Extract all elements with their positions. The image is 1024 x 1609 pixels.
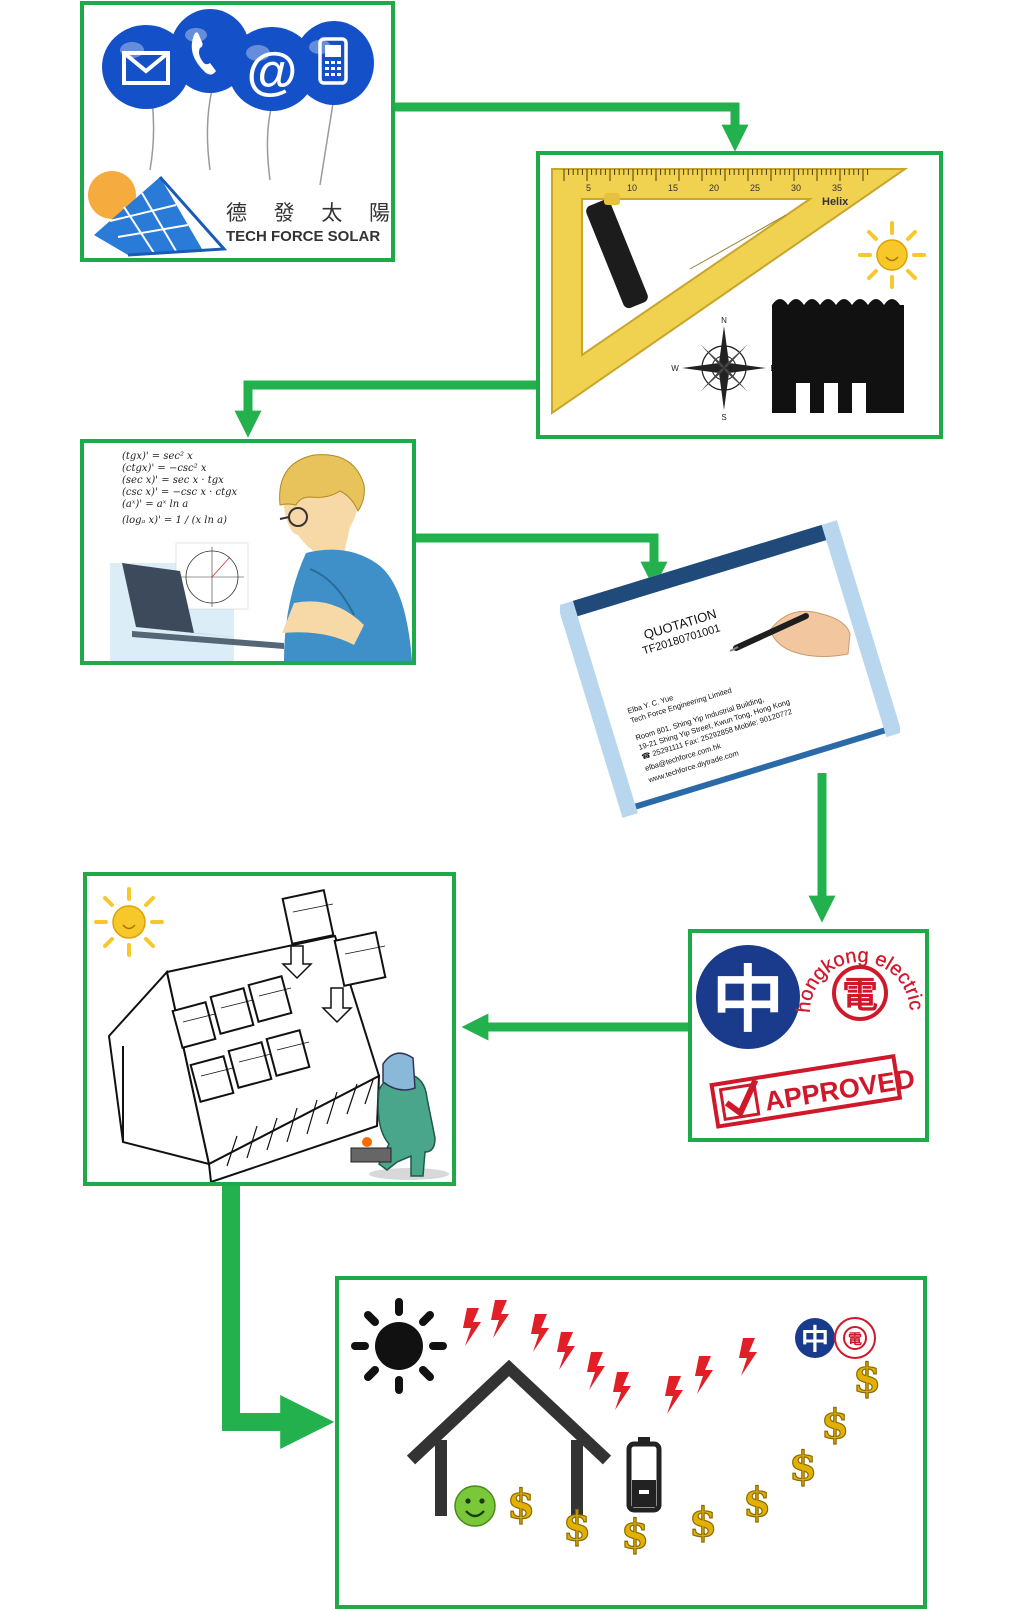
clp-power-small-logo: 中 <box>795 1318 835 1358</box>
lightning-bolt-icon <box>557 1332 575 1370</box>
step-quotation-document: QUOTATION TF20180701001 Elba Y. C. Yue T… <box>560 520 900 820</box>
unit-circle-diagram <box>176 543 248 609</box>
lightning-bolt-icon <box>531 1314 549 1352</box>
arrow-installation-to-benefit <box>231 1186 309 1422</box>
dollar-sign-icon: $ <box>789 1443 817 1490</box>
hk-electric-small-glyph: 電 <box>848 1331 862 1348</box>
step-site-survey-box: 5 10 15 20 25 30 35 Helix <box>536 151 943 439</box>
ruler-tick-label: 15 <box>668 183 678 193</box>
lightning-bolt-icon <box>491 1300 509 1338</box>
ruler-tick-label: 10 <box>627 183 637 193</box>
company-name-en: TECH FORCE SOLAR <box>226 228 380 245</box>
hk-electric-small-logo: 電 <box>835 1318 875 1358</box>
battery-icon <box>629 1437 659 1510</box>
clp-small-glyph: 中 <box>801 1323 829 1356</box>
clp-power-logo: 中 <box>696 945 800 1049</box>
step-design-box: (tgx)' = sec² x (ctgx)' = −csc² x (sec x… <box>80 439 416 665</box>
dollar-sign-group: $$$$$$$$ <box>507 1355 881 1558</box>
dollar-sign-icon: $ <box>853 1355 881 1402</box>
company-name-zh: 德 發 太 陽 能 <box>226 201 391 225</box>
sun-icon <box>860 223 924 287</box>
lightning-bolt-icon <box>587 1352 605 1390</box>
lightning-bolt-icon <box>613 1372 631 1410</box>
step-savings-box: 中 電 $$$$$$$$ <box>335 1276 927 1609</box>
arrow-contact-to-survey <box>386 107 735 139</box>
ruler-brand: Helix <box>822 196 849 208</box>
building-silhouette-icon <box>772 299 904 413</box>
step-installation-box <box>83 872 456 1186</box>
approved-stamp: APPROVED <box>712 1054 918 1127</box>
formula-0: (tgx)' = sec² x <box>122 451 193 462</box>
hk-electric-logo: hongkong electric 電 <box>793 945 925 1039</box>
step-approval-box: 中 hongkong electric 電 APPROVED <box>688 929 929 1142</box>
dollar-sign-icon: $ <box>743 1479 771 1526</box>
lightning-bolt-icon <box>665 1376 683 1414</box>
compass-n: N <box>721 316 727 325</box>
sun-icon <box>96 889 162 955</box>
compass-s: S <box>721 413 726 422</box>
ruler-tick-label: 20 <box>709 183 719 193</box>
step-contact-box: @ 德 發 太 陽 能 TECH FORCE SOLAR <box>80 1 395 262</box>
ruler-tick-label: 30 <box>791 183 801 193</box>
lightning-bolt-icon <box>463 1308 481 1346</box>
lightning-bolt-icon <box>695 1356 713 1394</box>
svg-text:@: @ <box>247 43 298 101</box>
mobile-phone-icon <box>294 21 374 105</box>
ruler-tick-label: 25 <box>750 183 760 193</box>
black-sun-icon <box>355 1302 443 1390</box>
compass-w: W <box>671 364 679 373</box>
dollar-sign-icon: $ <box>689 1499 717 1546</box>
arrow-survey-to-design <box>248 385 536 425</box>
dollar-sign-icon: $ <box>821 1401 849 1448</box>
dollar-sign-icon: $ <box>507 1481 535 1528</box>
lightning-bolt-icon <box>739 1338 757 1376</box>
smiley-face-icon <box>455 1486 495 1526</box>
hk-electric-glyph: 電 <box>842 975 878 1016</box>
ruler-tick-label: 35 <box>832 183 842 193</box>
dollar-sign-icon: $ <box>563 1503 591 1550</box>
tech-force-solar-logo <box>88 171 224 255</box>
clp-glyph: 中 <box>712 958 784 1042</box>
dollar-sign-icon: $ <box>621 1511 649 1558</box>
ruler-tick-label: 5 <box>586 183 591 193</box>
lightning-bolt-group <box>463 1300 757 1414</box>
compass-rose-icon: N E S W <box>671 316 775 422</box>
